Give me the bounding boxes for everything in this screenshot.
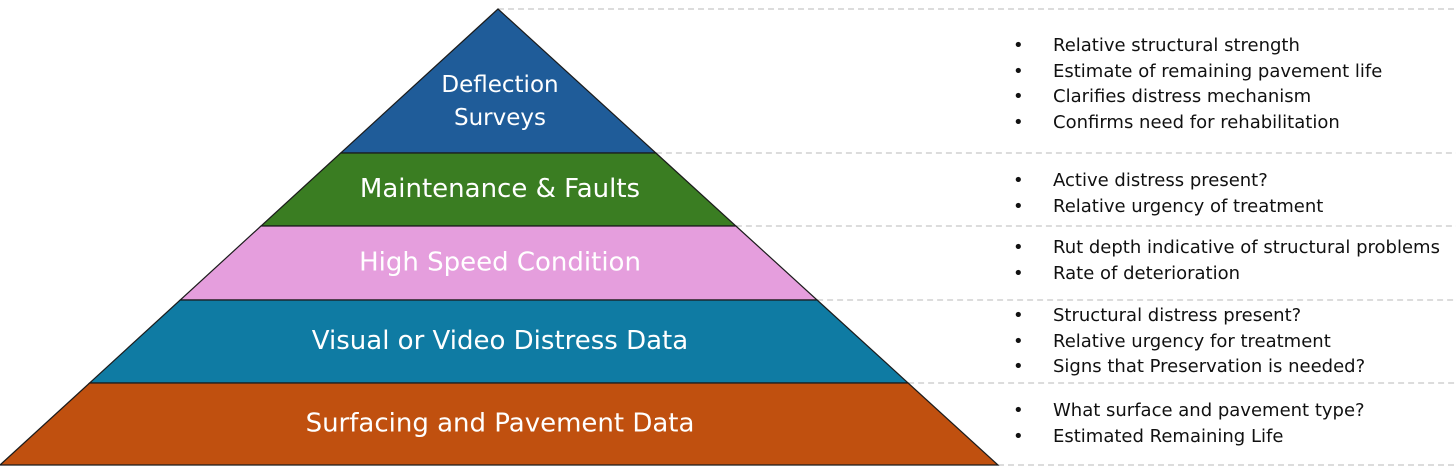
bullet-icon: • — [1013, 330, 1024, 352]
note-text: Clarifies distress mechanism — [1053, 86, 1312, 107]
layer-maintenance-faults: Maintenance & Faults — [259, 152, 738, 227]
bullet-icon: • — [1013, 35, 1024, 56]
layer-label-high-speed-condition: High Speed Condition — [359, 248, 641, 278]
bullet-icon: • — [1013, 400, 1024, 421]
layer-shape-surfacing-pavement — [0, 382, 1000, 466]
layer-visual-video-distress: Visual or Video Distress Data — [88, 299, 910, 384]
bullet-icon: • — [1013, 111, 1024, 133]
note-text: Structural distress present? — [1053, 305, 1302, 326]
note-text: What surface and pavement type? — [1053, 400, 1365, 421]
note-text: Relative structural strength — [1053, 35, 1300, 56]
layer-label-deflection-surveys: Deflection — [441, 72, 558, 98]
note-item: • Relative structural strength — [1013, 33, 1382, 59]
note-text: Active distress present? — [1053, 170, 1268, 191]
note-item: • Estimated Remaining Life — [1013, 424, 1365, 450]
bullet-icon: • — [1013, 60, 1024, 82]
note-text: Estimated Remaining Life — [1053, 425, 1284, 447]
note-item: • What surface and pavement type? — [1013, 398, 1365, 424]
note-text: Confirms need for rehabilitation — [1053, 111, 1340, 133]
notes-maintenance-faults: • Active distress present? • Relative urgen… — [1013, 168, 1323, 219]
note-item: • Rut depth indicative of structural prob… — [1013, 235, 1440, 261]
note-text: Relative urgency of treatment — [1053, 195, 1324, 217]
bullet-icon: • — [1013, 86, 1024, 107]
layer-label-deflection-surveys: Surveys — [454, 105, 546, 131]
note-item: • Rate of deterioration — [1013, 261, 1440, 287]
bullet-icon: • — [1013, 262, 1024, 284]
bullet-icon: • — [1013, 237, 1024, 258]
notes-surfacing-pavement: • What surface and pavement type? • Estimat… — [1013, 398, 1365, 449]
bullet-icon: • — [1013, 195, 1024, 217]
layer-label-surfacing-pavement: Surfacing and Pavement Data — [306, 409, 695, 439]
layer-surfacing-pavement: Surfacing and Pavement Data — [0, 382, 1000, 466]
note-item: • Relative urgency for treatment — [1013, 329, 1365, 355]
note-text: Rut depth indicative of structural probl… — [1053, 237, 1440, 258]
note-item: • Structural distress present? — [1013, 303, 1365, 329]
note-item: • Signs that Preservation is needed? — [1013, 354, 1365, 380]
bullet-icon: • — [1013, 170, 1024, 191]
layer-label-maintenance-faults: Maintenance & Faults — [360, 174, 640, 204]
note-item: • Clarifies distress mechanism — [1013, 84, 1382, 110]
layer-high-speed-condition: High Speed Condition — [178, 225, 819, 301]
bullet-icon: • — [1013, 425, 1024, 447]
note-item: • Active distress present? — [1013, 168, 1323, 194]
note-item: • Confirms need for rehabilitation — [1013, 110, 1382, 136]
notes-high-speed-condition: • Rut depth indicative of structural prob… — [1013, 235, 1440, 286]
bullet-icon: • — [1013, 356, 1024, 377]
note-text: Relative urgency for treatment — [1053, 330, 1331, 352]
note-text: Estimate of remaining pavement life — [1053, 60, 1383, 82]
note-text: Signs that Preservation is needed? — [1053, 356, 1366, 377]
note-text: Rate of deterioration — [1053, 262, 1241, 284]
notes-deflection-surveys: • Relative structural strength • Estimate o… — [1013, 33, 1382, 135]
dashed-guide-lines — [498, 8, 1456, 466]
bullet-icon: • — [1013, 305, 1024, 326]
layer-label-visual-video-distress: Visual or Video Distress Data — [312, 326, 688, 356]
note-item: • Estimate of remaining pavement life — [1013, 59, 1382, 85]
note-item: • Relative urgency of treatment — [1013, 194, 1323, 220]
notes-visual-video-distress: • Structural distress present? • Relative u… — [1013, 303, 1365, 380]
